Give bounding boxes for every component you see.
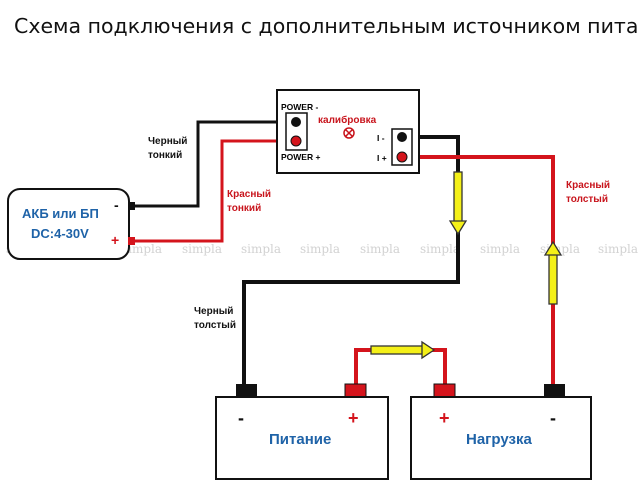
label-red-thick-2: толстый bbox=[566, 194, 608, 205]
label-black-thick-1: Черный bbox=[194, 306, 233, 317]
label-black-thin-2: тонкий bbox=[148, 150, 182, 161]
supply-minus-terminal bbox=[236, 384, 257, 398]
source-voltage: DC:4-30V bbox=[31, 226, 89, 241]
measurement-module: POWER - POWER + калибровка I - I + bbox=[276, 89, 420, 174]
label-black-thick-2: толстый bbox=[194, 320, 236, 331]
arrow-down-icon bbox=[448, 171, 468, 236]
power-minus-label: POWER - bbox=[281, 102, 318, 112]
calibration-screw-icon bbox=[343, 127, 355, 139]
watermark: simpla bbox=[182, 242, 222, 256]
watermark: simpla bbox=[300, 242, 340, 256]
source-plus-sign: + bbox=[111, 232, 119, 248]
power-source-box: АКБ или БП DC:4-30V - + bbox=[7, 188, 135, 260]
label-black-thin-1: Черный bbox=[148, 136, 187, 147]
calibration-label: калибровка bbox=[318, 114, 377, 126]
black-thick-wire bbox=[242, 135, 460, 386]
load-minus-terminal bbox=[544, 384, 565, 398]
power-plus-label: POWER + bbox=[281, 152, 320, 162]
load-battery: + - Нагрузка bbox=[410, 383, 592, 480]
power-plus-terminal bbox=[290, 135, 302, 147]
source-plus-terminal bbox=[128, 237, 135, 245]
watermark: simpla bbox=[360, 242, 400, 256]
black-thin-wire bbox=[132, 120, 296, 208]
watermark: simpla bbox=[241, 242, 281, 256]
load-plus-sign: + bbox=[439, 408, 450, 428]
watermark: simpla bbox=[598, 242, 638, 256]
load-label: Нагрузка bbox=[466, 431, 532, 448]
watermark: simpla bbox=[480, 242, 520, 256]
watermark-row: simpla simpla simpla simpla simpla simpl… bbox=[6, 242, 638, 256]
source-minus-sign: - bbox=[114, 197, 119, 213]
diagram-title: Схема подключения с дополнительным источ… bbox=[14, 14, 640, 38]
red-thin-wire bbox=[132, 139, 296, 243]
supply-minus-sign: - bbox=[238, 408, 244, 428]
source-minus-terminal bbox=[128, 202, 135, 210]
watermark: simpla bbox=[420, 242, 460, 256]
supply-plus-sign: + bbox=[348, 408, 359, 428]
supply-battery: - + Питание bbox=[215, 383, 389, 480]
label-red-thick-1: Красный bbox=[566, 180, 610, 191]
supply-plus-terminal bbox=[344, 383, 367, 399]
label-red-thin-1: Красный bbox=[227, 189, 271, 200]
source-name: АКБ или БП bbox=[22, 206, 99, 221]
arrow-up-icon bbox=[543, 240, 563, 305]
i-plus-terminal bbox=[396, 151, 408, 163]
arrow-right-icon bbox=[370, 340, 436, 360]
label-red-thin-2: тонкий bbox=[227, 203, 261, 214]
power-minus-terminal bbox=[291, 117, 301, 127]
red-thick-wire bbox=[402, 155, 555, 386]
load-minus-sign: - bbox=[550, 408, 556, 428]
watermark: simpla bbox=[122, 242, 162, 256]
i-plus-label: I + bbox=[377, 153, 387, 163]
i-minus-terminal bbox=[397, 132, 407, 142]
i-minus-label: I - bbox=[377, 133, 385, 143]
load-plus-terminal bbox=[433, 383, 456, 399]
supply-label: Питание bbox=[269, 431, 331, 448]
red-jumper-wire bbox=[354, 348, 447, 386]
